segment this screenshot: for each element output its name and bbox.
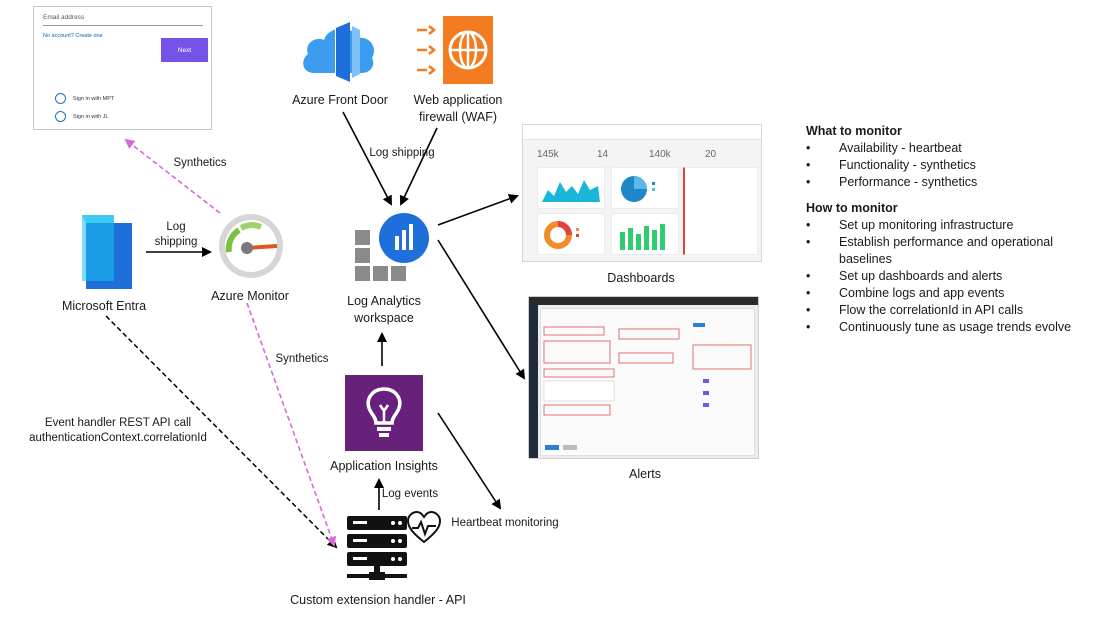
dashboard-kpi: 145k (537, 149, 559, 160)
list-item: Functionality - synthetics (806, 157, 1091, 174)
edge-label-synthetics-bottom: Synthetics (275, 353, 329, 365)
sign-in-option-mpt[interactable]: Sign in with MPT (55, 93, 114, 104)
list-item: Set up dashboards and alerts (806, 268, 1091, 285)
server-icon (347, 516, 407, 580)
front-door-label: Azure Front Door (292, 93, 388, 107)
area-chart-panel (537, 167, 605, 209)
dashboards-screenshot: 145k 14 140k 20 (522, 124, 762, 262)
law-label-line2: workspace (354, 311, 414, 325)
edge-label-event-handler: Event handler REST API call (44, 417, 192, 429)
azure-monitor-label: Azure Monitor (211, 289, 289, 303)
arrow-waf-to-law (399, 127, 438, 206)
edge-label-shipping: shipping (154, 236, 198, 248)
sign-in-page-mock: Email address No account? Create one Nex… (33, 6, 212, 130)
alerts-list-panel (683, 167, 758, 255)
arrow-frontdoor-to-law (342, 111, 392, 206)
arrow-monitor-to-signin (124, 138, 221, 214)
alert-rule-form (540, 308, 755, 456)
edge-label-log: Log (166, 221, 186, 233)
how-to-monitor-list: Set up monitoring infrastructure Establi… (806, 217, 1091, 336)
email-underline (43, 25, 203, 26)
law-label-line1: Log Analytics (347, 294, 421, 308)
what-to-monitor-list: Availability - heartbeat Functionality -… (806, 140, 1091, 191)
list-item: Availability - heartbeat (806, 140, 1091, 157)
how-to-monitor-title: How to monitor (806, 201, 898, 215)
next-button[interactable]: Next (161, 38, 208, 62)
donut-chart-panel (537, 213, 605, 255)
dashboard-kpi: 14 (597, 149, 609, 160)
area-chart-thumbnail (542, 180, 600, 202)
entra-label: Microsoft Entra (61, 299, 147, 313)
list-item: Establish performance and operational ba… (806, 234, 1091, 268)
list-item: Flow the correlationId in API calls (806, 302, 1091, 319)
radio-icon (55, 111, 66, 122)
waf-label-line1: Web application (413, 93, 503, 107)
arrow-entra-to-api (105, 315, 338, 549)
bar-chart-thumbnail (620, 224, 665, 250)
what-to-monitor-title: What to monitor (806, 124, 902, 138)
create-account-link[interactable]: No account? Create one (43, 33, 103, 39)
azure-monitor-icon (219, 214, 283, 278)
heartbeat-icon (406, 510, 442, 544)
list-item: Continuously tune as usage trends evolve (806, 319, 1091, 336)
waf-icon (417, 16, 493, 84)
arrow-monitor-to-api (246, 302, 336, 547)
alerts-screenshot (528, 296, 759, 459)
donut-chart-thumbnail (544, 221, 579, 249)
arrow-appinsights-to-heartbeat (437, 412, 502, 510)
edge-label-log-events: Log events (381, 488, 439, 500)
microsoft-entra-icon (82, 215, 132, 289)
alerts-label: Alerts (629, 467, 661, 481)
arrow-law-to-dashboards (437, 194, 519, 226)
pie-chart-panel (611, 167, 679, 209)
dashboard-header (523, 125, 761, 140)
edge-label-log-shipping: Log shipping (369, 147, 435, 159)
alerts-sidebar (529, 305, 538, 458)
dashboard-kpi: 140k (649, 149, 671, 160)
radio-icon (55, 93, 66, 104)
arrow-law-to-alerts (437, 239, 526, 380)
dashboard-kpi: 20 (705, 149, 717, 160)
email-field[interactable]: Email address (43, 14, 85, 21)
edge-label-synthetics-top: Synthetics (173, 157, 227, 169)
alert-form-thumbnail (543, 323, 752, 450)
sign-in-option-label: Sign in with MPT (73, 95, 115, 102)
list-item: Set up monitoring infrastructure (806, 217, 1091, 234)
list-item: Combine logs and app events (806, 285, 1091, 302)
pie-chart-thumbnail (621, 176, 655, 202)
custom-handler-label: Custom extension handler - API (290, 593, 466, 607)
edge-label-heartbeat: Heartbeat monitoring (451, 517, 559, 529)
application-insights-icon (345, 375, 423, 451)
alerts-topbar (529, 297, 758, 305)
app-insights-label: Application Insights (330, 459, 438, 473)
waf-label-line2: firewall (WAF) (418, 110, 497, 124)
monitoring-guidance: What to monitor Availability - heartbeat… (806, 123, 1091, 345)
dashboards-label: Dashboards (607, 271, 675, 285)
sign-in-option-jl[interactable]: Sign in with JL (55, 111, 108, 122)
azure-front-door-icon (303, 22, 375, 84)
sign-in-option-label: Sign in with JL (73, 113, 109, 120)
log-analytics-icon (355, 213, 429, 281)
edge-label-correlation-id: authenticationContext.correlationId (29, 432, 207, 444)
list-item: Performance - synthetics (806, 174, 1091, 191)
bar-chart-panel (611, 213, 679, 255)
